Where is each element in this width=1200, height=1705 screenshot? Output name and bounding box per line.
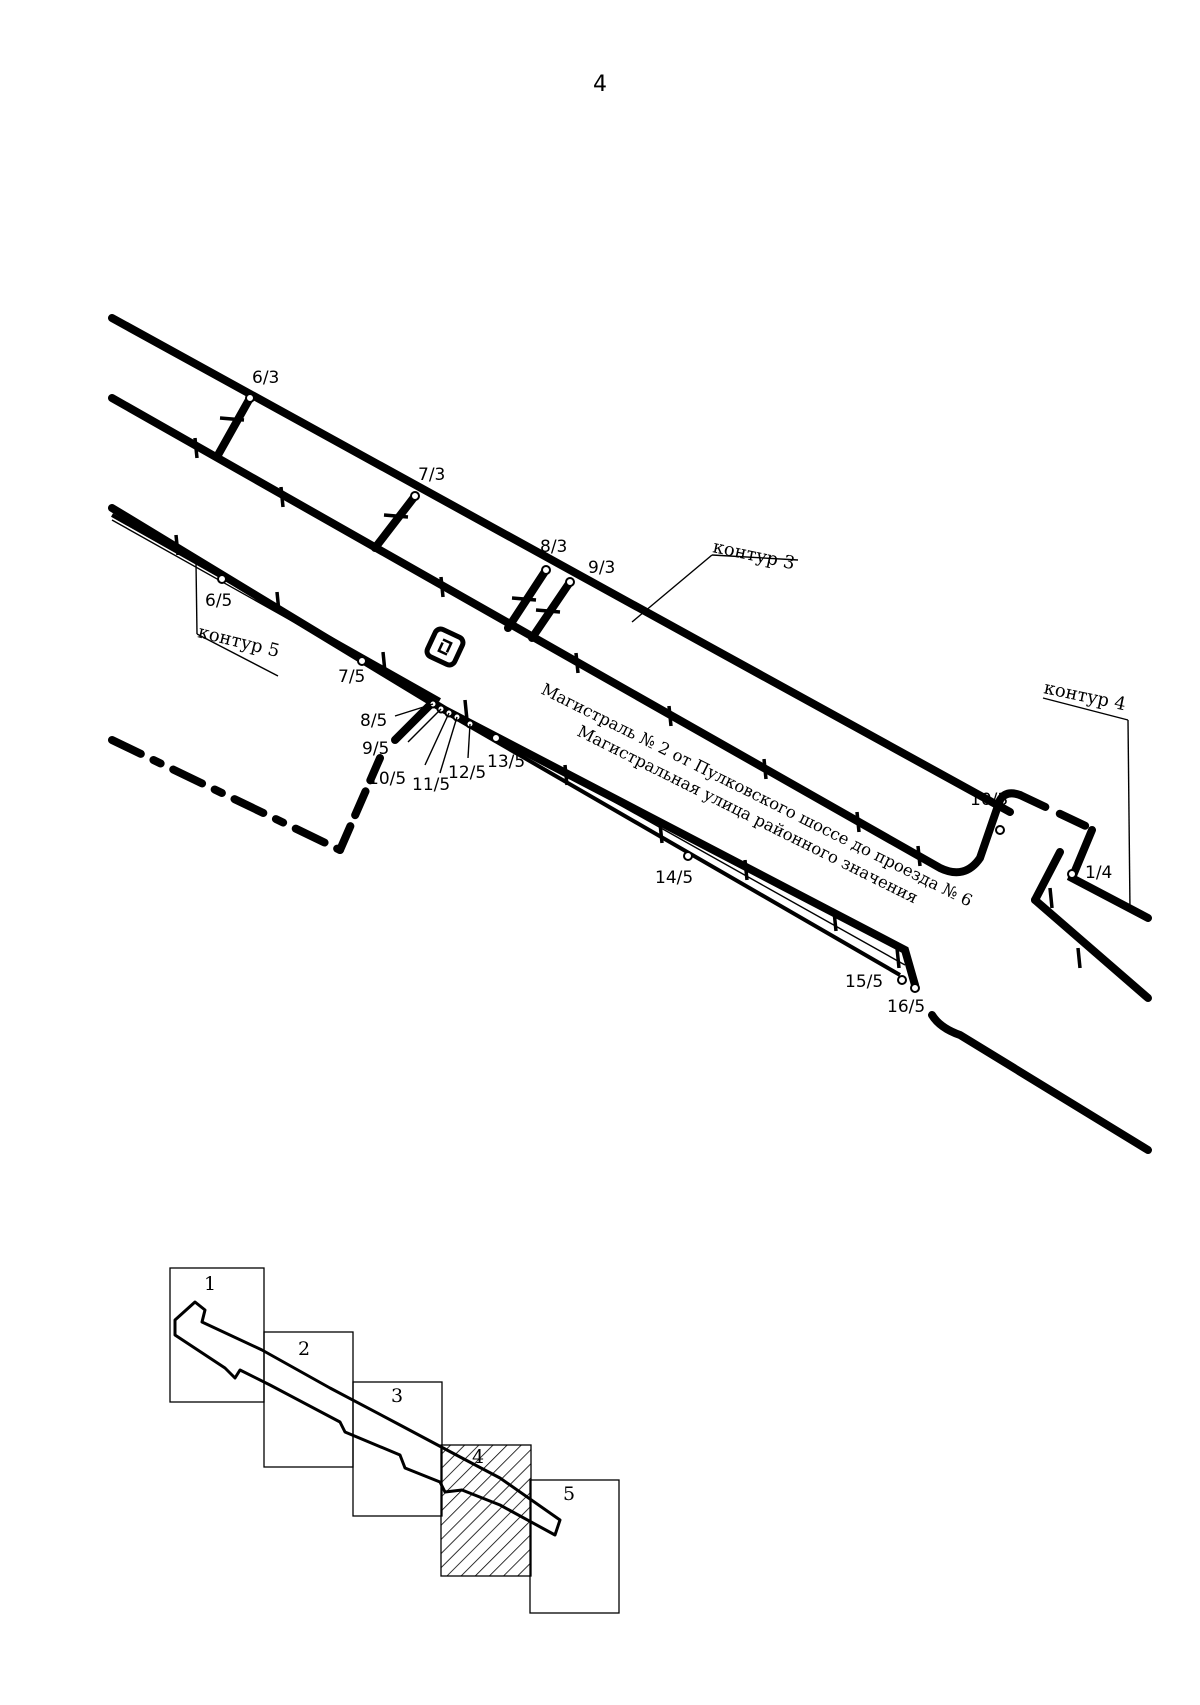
label-7-5: 7/5 xyxy=(338,667,365,687)
point-labels: 6/3 7/3 8/3 9/3 10/3 1/4 6/5 7/5 8/5 9/5… xyxy=(205,368,1112,1017)
sheet-5 xyxy=(529,1479,620,1614)
page-number: 4 xyxy=(593,72,607,97)
label-12-5: 12/5 xyxy=(448,763,486,783)
line-ticks xyxy=(174,416,1082,969)
label-6-3: 6/3 xyxy=(252,368,279,388)
label-13-5: 13/5 xyxy=(487,752,525,772)
label-16-5: 16/5 xyxy=(887,997,925,1017)
label-leaders xyxy=(195,554,1131,911)
label-14-5: 14/5 xyxy=(655,868,693,888)
sheet-1-number: 1 xyxy=(204,1273,216,1295)
label-9-5: 9/5 xyxy=(362,739,389,759)
parcel-outline xyxy=(173,1300,562,1537)
contour-labels: контур 3 контур 4 контур 5 xyxy=(196,536,1128,715)
boundary-lines xyxy=(108,314,1152,1154)
label-8-5: 8/5 xyxy=(360,711,387,731)
sheet-1 xyxy=(169,1267,265,1403)
highlighted-sheet xyxy=(441,1445,531,1576)
contour-3-label: контур 3 xyxy=(711,536,797,574)
sheet-3-number: 3 xyxy=(391,1385,403,1407)
label-1-4: 1/4 xyxy=(1085,863,1112,883)
label-6-5: 6/5 xyxy=(205,591,232,611)
label-7-3: 7/3 xyxy=(418,465,445,485)
key-map: 1 2 3 4 5 xyxy=(169,1267,620,1614)
sheet-5-number: 5 xyxy=(563,1483,575,1505)
label-10-5: 10/5 xyxy=(368,769,406,789)
survey-points xyxy=(217,393,1077,993)
sheet-2-number: 2 xyxy=(298,1338,310,1360)
label-10-3: 10/3 xyxy=(970,790,1008,810)
label-8-3: 8/3 xyxy=(540,537,567,557)
label-15-5: 15/5 xyxy=(845,972,883,992)
label-9-3: 9/3 xyxy=(588,558,615,578)
label-11-5: 11/5 xyxy=(412,775,450,795)
square-rotation-icon xyxy=(424,626,466,668)
sheet-4-number: 4 xyxy=(472,1446,484,1468)
sheet-4 xyxy=(440,1444,532,1577)
